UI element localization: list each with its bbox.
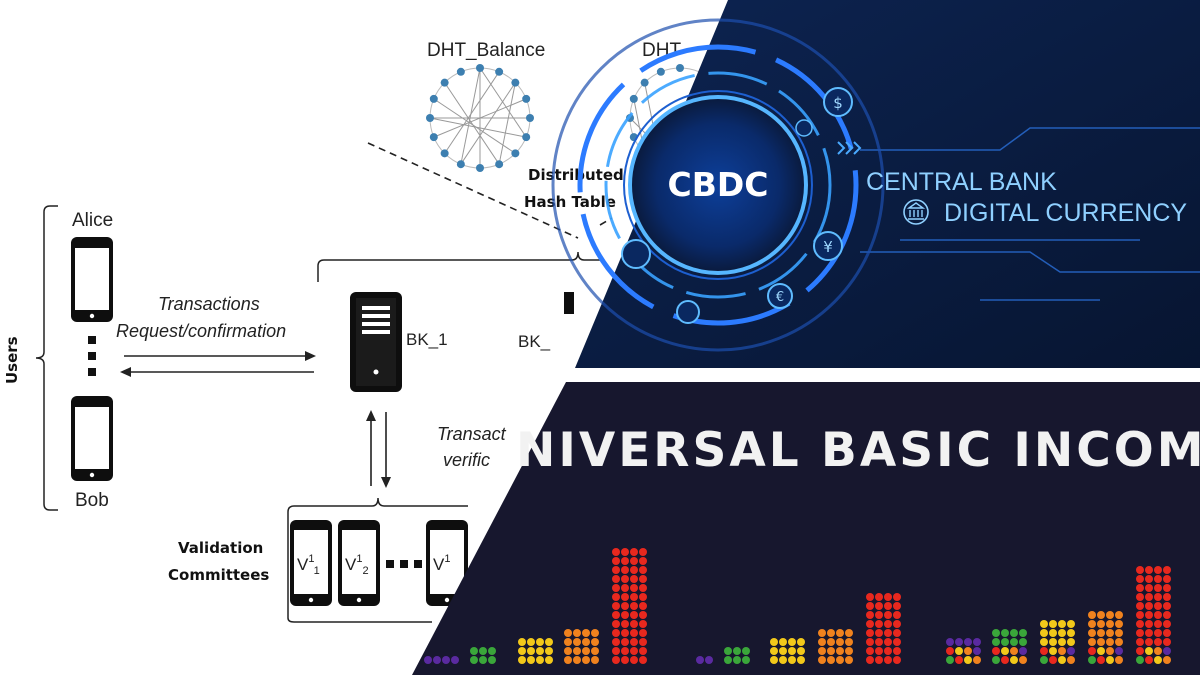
arrow-left-icon <box>120 367 314 377</box>
tx-verification-label-2: verific <box>443 450 490 470</box>
bank-icon <box>903 199 929 225</box>
ruble-coin-icon <box>795 119 813 137</box>
cbdc-line-1: CENTRAL BANK <box>866 168 1057 196</box>
distributed-hash-label-1: Distributed <box>528 166 624 184</box>
dot-bar-chart <box>424 548 1171 664</box>
validator-phone-1: V11 <box>290 520 332 606</box>
validation-label-1: Validation <box>178 539 263 557</box>
bk-brace <box>317 251 600 282</box>
svg-text:€: € <box>776 290 784 305</box>
distributed-hash-label-2: Hash Table <box>524 193 616 211</box>
tx-request-label-1: Transactions <box>158 294 260 314</box>
euro-coin-icon: € <box>767 283 793 309</box>
dashed-link-right <box>599 217 613 226</box>
cbdc-badge: CBDC <box>668 165 769 204</box>
committee-bracket <box>287 518 432 623</box>
validator-label: V11 <box>297 553 320 577</box>
phone-icon <box>71 396 113 481</box>
validator-label: V12 <box>345 553 369 577</box>
validator-phone-3: V1 <box>426 520 468 606</box>
cbdc-line-2: DIGITAL CURRENCY <box>944 199 1187 227</box>
dht-balance-label: DHT_Balance <box>427 40 545 61</box>
ellipsis-vertical <box>88 336 96 376</box>
blockchain-diagram: DHT_Balance DHT Distributed Hash Table U… <box>3 40 731 623</box>
bob-label: Bob <box>75 490 109 511</box>
dashed-link-left <box>367 142 579 239</box>
validator-phone-2: V12 <box>338 520 380 606</box>
bk-n-label: BK_ <box>518 332 551 351</box>
tx-verification-label-1: Transact <box>437 424 507 444</box>
svg-text:¥: ¥ <box>823 238 833 256</box>
tx-request-label-2: Request/confirmation <box>116 321 286 341</box>
cbdc-panel: $ ¥ € CBDC CENTRAL BANK DI <box>551 0 1200 368</box>
dht-balance-ring <box>426 64 534 172</box>
alice-label: Alice <box>72 210 113 231</box>
arrow-up-icon <box>366 410 376 486</box>
litecoin-icon <box>676 300 700 324</box>
arrow-down-icon <box>381 412 391 488</box>
phone-icon <box>71 237 113 322</box>
yen-coin-icon: ¥ <box>813 231 843 261</box>
globe-icon <box>621 239 651 269</box>
dollar-coin-icon: $ <box>823 87 853 117</box>
validation-label-2: Committees <box>168 566 269 584</box>
ubi-panel: NIVERSAL BASIC INCOME <box>412 382 1200 675</box>
chevrons-icon <box>837 141 862 155</box>
svg-text:$: $ <box>833 94 843 112</box>
arrow-right-icon <box>124 351 316 361</box>
users-brace <box>35 205 58 511</box>
server-icon <box>350 292 402 392</box>
users-label: Users <box>3 336 21 384</box>
bk1-label: BK_1 <box>406 330 448 349</box>
ubi-title: NIVERSAL BASIC INCOME <box>516 423 1200 478</box>
validator-label: V1 <box>433 553 450 574</box>
committee-brace <box>287 497 468 518</box>
server-icon-partial <box>564 292 574 314</box>
ellipsis-horizontal <box>386 560 422 568</box>
